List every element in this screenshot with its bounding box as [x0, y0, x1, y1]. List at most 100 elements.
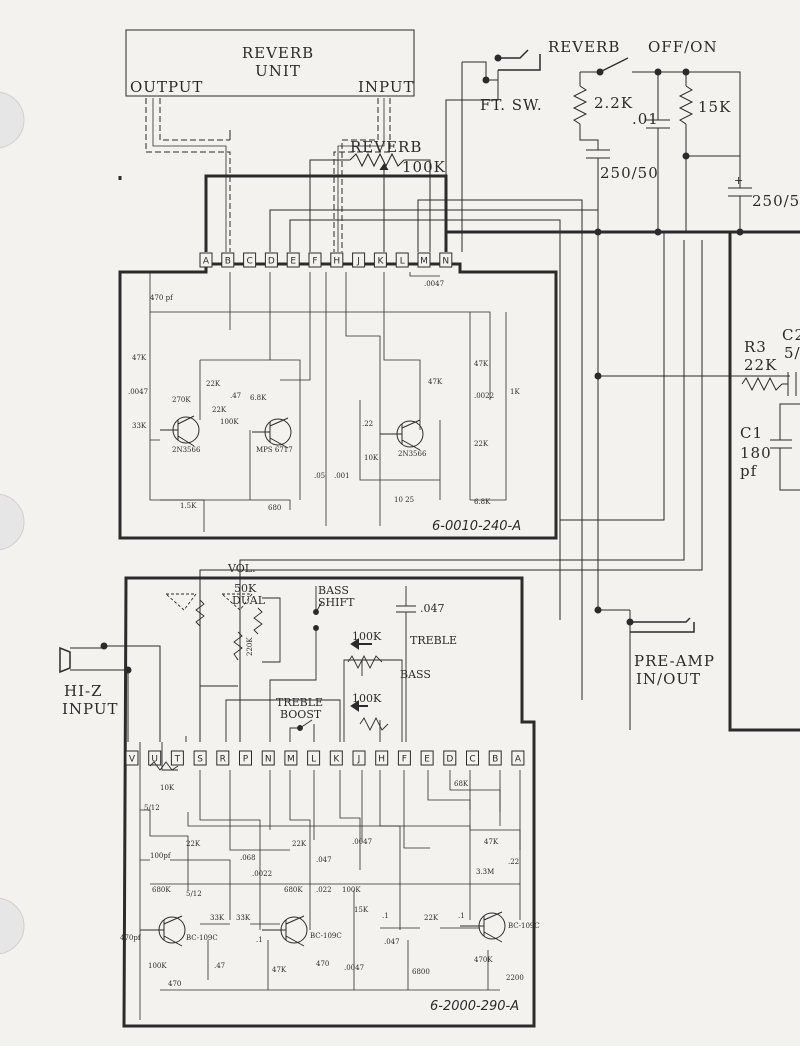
b2-r2200: 2200 — [506, 974, 524, 982]
bass-shift-label-2: SHIFT — [318, 596, 355, 609]
b1-c001: .001 — [334, 472, 350, 480]
board2-pins-V: V — [125, 750, 139, 766]
pin-label: F — [402, 755, 407, 765]
treble-boost-label-1: TREBLE — [276, 696, 323, 709]
board1-pins-H: H — [330, 252, 344, 268]
off-on-label: OFF/ON — [648, 38, 718, 56]
board1-pins-D: D — [264, 252, 278, 268]
pin-label: H — [333, 257, 340, 267]
r3-c2-c1: R3 22K C2 5/ C1 180 pf — [740, 326, 800, 491]
reverb-pot-value: 100K — [402, 158, 446, 176]
bass-pot-label: 100K — [352, 692, 382, 705]
pin-label: E — [290, 257, 296, 267]
board2-pins-A: A — [511, 750, 525, 766]
b2-r470k: 470K — [474, 956, 493, 964]
pin-box — [148, 750, 162, 766]
b1-r100k: 100K — [220, 418, 239, 426]
b2-r68k: 68K — [454, 780, 469, 788]
b2-r33k-a: 33K — [210, 914, 225, 922]
preamp-label-1: PRE-AMP — [634, 652, 715, 670]
pin-box — [221, 252, 235, 268]
b1-c22: .22 — [362, 420, 373, 428]
binder-holes — [0, 91, 25, 955]
b2-c470pf: 470pf — [120, 934, 142, 942]
board2-pins-U: U — [148, 750, 162, 766]
board1-pins-L: L — [395, 252, 409, 268]
b2-c047-b: .047 — [384, 938, 400, 946]
b2-c0022: .0022 — [252, 870, 272, 878]
b1-q1: 2N3566 — [172, 446, 201, 454]
b2-c5-12-a: 5/12 — [144, 804, 160, 812]
board1-pins-C: C — [243, 252, 257, 268]
output-label: OUTPUT — [130, 78, 203, 96]
board2-transistors — [140, 911, 506, 947]
board2-circuit — [139, 770, 521, 1020]
reverb-unit-title: REVERB — [242, 44, 314, 62]
b2-c0047-b: .0047 — [344, 964, 364, 972]
pin-box — [199, 252, 213, 268]
b1-r47k-a: 47K — [132, 354, 147, 362]
pin-box — [443, 750, 457, 766]
board1-pins-K: K — [373, 252, 387, 268]
pin-label: M — [420, 257, 428, 267]
b1-r270k: 270K — [172, 396, 191, 404]
b2-r10k: 10K — [160, 784, 175, 792]
pin-label: R — [220, 755, 226, 765]
b2-r47k-a: 47K — [484, 838, 499, 846]
b1-r1k: 1K — [510, 388, 520, 396]
b2-q3: BC-109C — [508, 922, 540, 930]
res-220k-label: 220K — [246, 637, 254, 656]
pin-label: M — [287, 755, 295, 765]
svg-text:+: + — [734, 174, 743, 187]
b1-q2: MPS 6717 — [256, 446, 293, 454]
pin-label: S — [197, 755, 203, 765]
reverb-unit-subtitle: UNIT — [255, 62, 301, 80]
pin-label: H — [378, 755, 385, 765]
reverb-switch-label: REVERB — [548, 38, 620, 56]
b1-r1-5k: 1.5K — [180, 502, 197, 510]
pin-label: F — [312, 257, 317, 267]
pin-box — [511, 750, 525, 766]
board2-pins-K: K — [329, 750, 343, 766]
dual-50k-label-1: 50K — [234, 582, 257, 595]
pin-label: D — [268, 257, 275, 267]
b1-c0047-left: .0047 — [128, 388, 148, 396]
pin-box — [352, 252, 366, 268]
board2-pins-L: L — [307, 750, 321, 766]
pin-box — [243, 252, 257, 268]
b1-r680: 680 — [268, 504, 281, 512]
b2-r470-b: 470 — [316, 960, 329, 968]
board2-pins-R: R — [216, 750, 230, 766]
pin-box — [375, 750, 389, 766]
pin-box — [286, 252, 300, 268]
b2-r47k-b: 47K — [272, 966, 287, 974]
c1-value: 180 — [740, 444, 772, 462]
hiz-label-1: HI-Z — [64, 682, 103, 700]
hiz-input-jack: HI-Z INPUT — [59, 642, 161, 742]
pin-label: L — [400, 257, 405, 267]
board1-pins-B: B — [221, 252, 235, 268]
pin-box — [193, 750, 207, 766]
pin-label: P — [243, 755, 249, 765]
pin-label: D — [446, 755, 453, 765]
r3-label: R3 — [744, 338, 767, 356]
b2-c068: .068 — [240, 854, 256, 862]
pin-box — [216, 750, 230, 766]
pin-box — [308, 252, 322, 268]
board1-code: 6-0010-240-A — [432, 519, 521, 534]
cap-01: .01 — [632, 72, 670, 232]
c2-value: 5/ — [784, 344, 800, 362]
b2-r100k-b: 100K — [148, 962, 167, 970]
vol-label: VOL. — [227, 562, 256, 575]
b2-q2: BC-109C — [310, 932, 342, 940]
b1-r47k-c: 47K — [474, 360, 489, 368]
r3-value: 22K — [744, 356, 777, 374]
treble-cap-label: .047 — [420, 602, 445, 615]
b1-c470pf: 470 pf — [150, 294, 174, 302]
pin-label: L — [311, 755, 316, 765]
pin-box — [307, 750, 321, 766]
b2-c22: .22 — [508, 858, 519, 866]
b2-r680k-b: 680K — [284, 886, 303, 894]
